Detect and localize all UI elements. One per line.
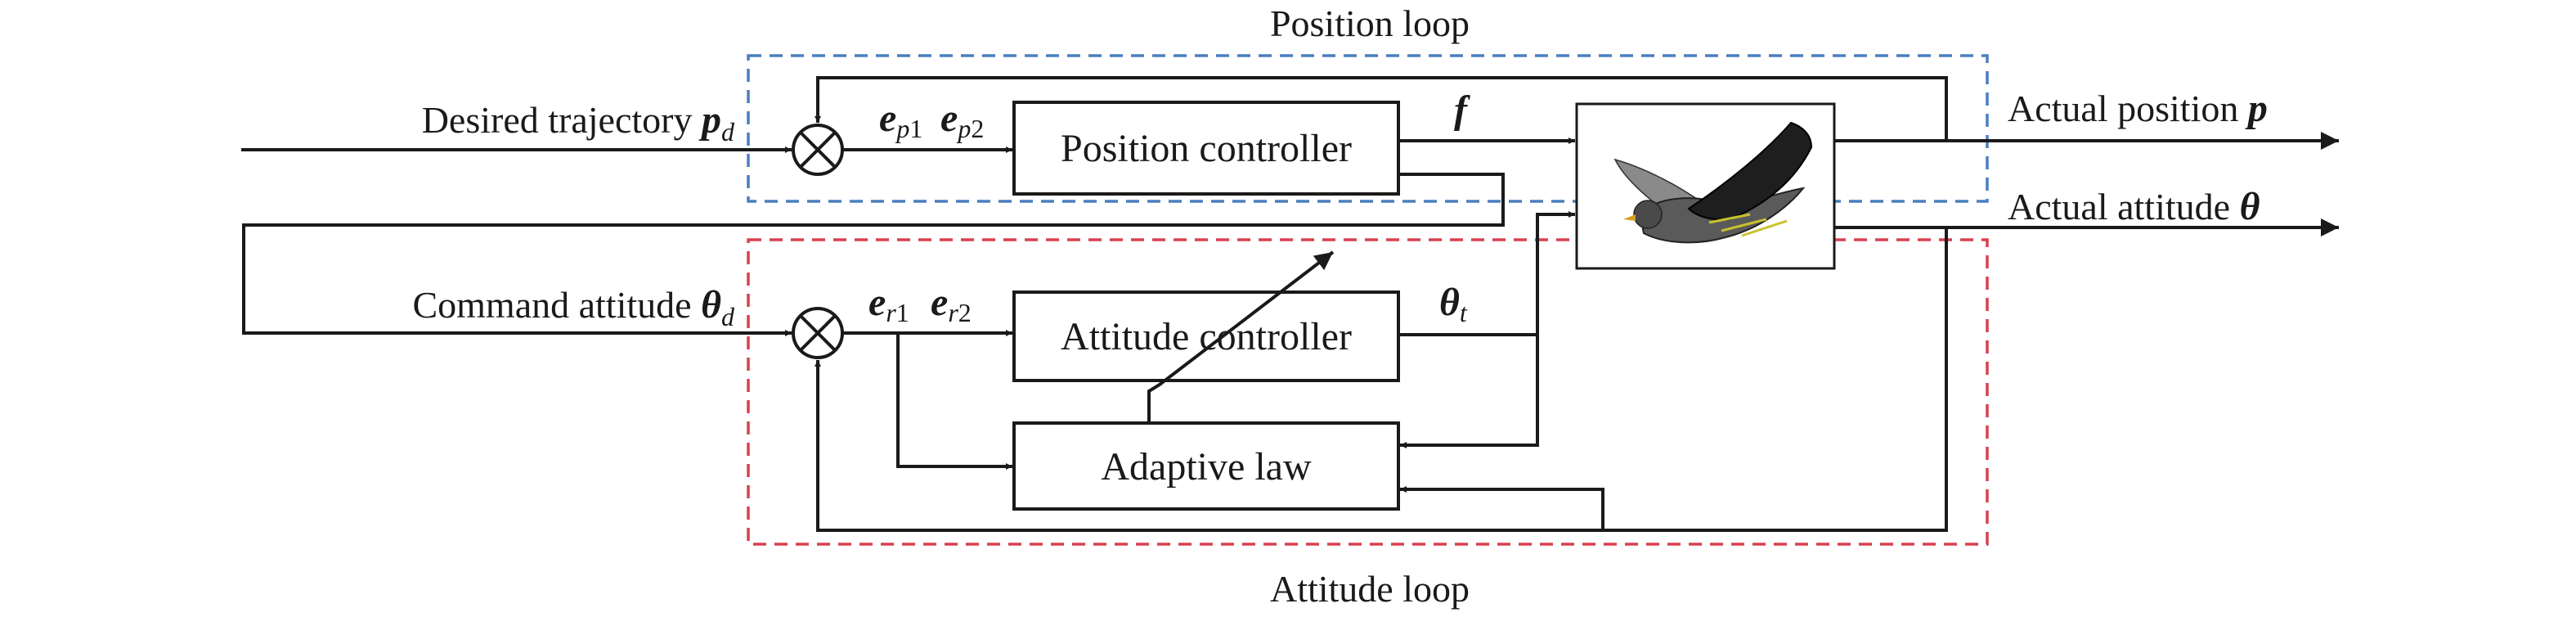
attitude-controller-label: Attitude controller xyxy=(1061,315,1352,358)
attitude-loop-region xyxy=(747,238,1989,546)
command-attitude-wire xyxy=(242,173,1505,336)
attitude-feedback-wire xyxy=(815,227,1948,532)
flapping-wing-bird-icon xyxy=(1575,102,1836,270)
command-attitude-label: Command attitude θd xyxy=(412,283,735,331)
torque-wire xyxy=(1398,211,1575,336)
position-loop-region xyxy=(747,54,1989,203)
position-controller-block xyxy=(1012,101,1400,196)
adaptive-law-input-wire xyxy=(896,333,1012,470)
signal-er1-label: er1 xyxy=(868,281,909,327)
position-feedback-wire xyxy=(815,76,1948,141)
adaptive-law-block xyxy=(1012,421,1400,511)
signal-ep2-label: ep2 xyxy=(940,97,984,143)
desired-trajectory-label: Desired trajectory pd xyxy=(422,98,735,146)
signal-theta-t-label: θt xyxy=(1439,281,1468,327)
actual-attitude-label: Actual attitude θ xyxy=(2008,185,2260,228)
signal-ep1-label: ep1 xyxy=(879,97,922,143)
attitude-summing-junction xyxy=(792,307,844,359)
adaptive-law-label: Adaptive law xyxy=(1101,445,1312,489)
position-summing-junction xyxy=(792,124,844,176)
attitude-loop-label: Attitude loop xyxy=(1270,568,1470,610)
attitude-controller-block xyxy=(1012,290,1400,382)
torque-feedback-wire xyxy=(1400,335,1539,448)
position-loop-label: Position loop xyxy=(1270,2,1470,44)
adaptive-tuning-wire xyxy=(1147,250,1335,423)
position-controller-label: Position controller xyxy=(1061,127,1352,170)
signal-er2-label: er2 xyxy=(931,281,972,327)
signal-f-label: f xyxy=(1454,88,1470,132)
actual-position-label: Actual position p xyxy=(2008,87,2268,130)
attitude-adaptive-feedback-wire xyxy=(1400,486,1604,530)
